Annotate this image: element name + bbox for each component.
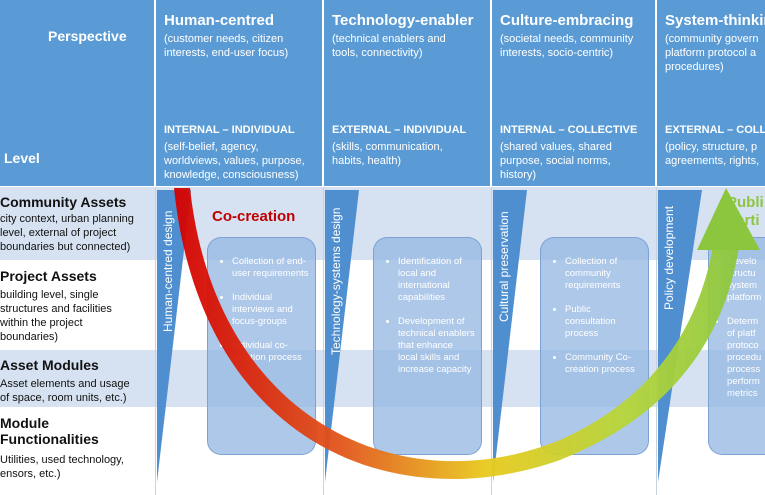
level-label: Level <box>4 150 40 166</box>
row-title-project-assets: Project Assets <box>0 268 97 284</box>
panel-item: Determ of platf protoco procedu process … <box>727 316 761 400</box>
panel-item: Individual interviews and focus-groups <box>232 292 309 328</box>
column-title: Human-centred <box>164 12 275 29</box>
column-description: (technical enablers and tools, connectiv… <box>332 33 446 59</box>
header-column-system-thinking: System-thinking (community govern platfo… <box>657 0 765 186</box>
header-column-human-centred: Human-centred (customer needs, citizen i… <box>156 0 322 186</box>
column-level: EXTERNAL – COLLEC <box>665 124 765 136</box>
row-title-community-assets: Community Assets <box>0 194 127 210</box>
column-level: INTERNAL – INDIVIDUAL <box>164 124 295 136</box>
triangle-policy <box>658 190 702 482</box>
public-participation-label: Publi parti <box>727 194 764 229</box>
column-description: (customer needs, citizen interests, end-… <box>164 33 289 59</box>
column-title: Technology-enabler <box>332 12 474 29</box>
header-label-cell <box>0 0 154 186</box>
column-title: System-thinking <box>665 12 765 29</box>
panel-item: Collection of community requirements <box>565 256 642 292</box>
panel-item: Identification of local and internationa… <box>398 256 475 304</box>
panel-item: Public consultation process <box>565 304 642 340</box>
column-divider <box>656 187 657 495</box>
column-title: Culture-embracing <box>500 12 634 29</box>
column-divider <box>491 187 492 495</box>
triangle-technology <box>325 190 359 482</box>
column-level-description: (self-belief, agency, worldviews, values… <box>164 141 305 181</box>
perspective-label: Perspective <box>48 28 127 44</box>
row-desc-module-functionalities: Utilities, used technology, ensors, etc.… <box>0 454 124 480</box>
row-desc-project-assets: building level, single structures and fa… <box>0 289 112 343</box>
column-divider <box>323 187 324 495</box>
row-desc-asset-modules: Asset elements and usage of space, room … <box>0 378 130 404</box>
triangle-human-centred <box>157 190 191 482</box>
panel-item: Develo structu system platform <box>727 256 761 304</box>
co-creation-label: Co-creation <box>212 208 296 225</box>
curved-arrow-head <box>697 188 760 250</box>
row-desc-community-assets: city context, urban planning level, exte… <box>0 213 134 253</box>
panel-technology-enabler: Identification of local and internationa… <box>373 237 482 455</box>
column-description: (societal needs, community interests, so… <box>500 33 634 59</box>
panel-item: Community Co-creation process <box>565 352 642 376</box>
column-divider <box>155 187 156 495</box>
column-level-description: (skills, communication, habits, health) <box>332 141 443 167</box>
triangle-culture <box>493 190 527 482</box>
column-level: EXTERNAL – INDIVIDUAL <box>332 124 467 136</box>
column-description: (community govern platform protocol a pr… <box>665 33 759 73</box>
row-title-asset-modules: Asset Modules <box>0 357 99 373</box>
column-level-description: (shared values, shared purpose, social n… <box>500 141 612 181</box>
panel-item: Collection of end-user requirements <box>232 256 309 280</box>
row-title-module-functionalities: Module Functionalities <box>0 415 99 447</box>
curved-arrow-body <box>174 188 740 479</box>
header-column-culture-embracing: Culture-embracing (societal needs, commu… <box>492 0 655 186</box>
panel-item: Individual co-creation process <box>232 340 309 364</box>
column-level: INTERNAL – COLLECTIVE <box>500 124 638 136</box>
header-column-technology-enabler: Technology-enabler (technical enablers a… <box>324 0 490 186</box>
column-level-description: (policy, structure, p agreements, rights… <box>665 141 760 167</box>
panel-item: Development of technical enablers that e… <box>398 316 475 376</box>
